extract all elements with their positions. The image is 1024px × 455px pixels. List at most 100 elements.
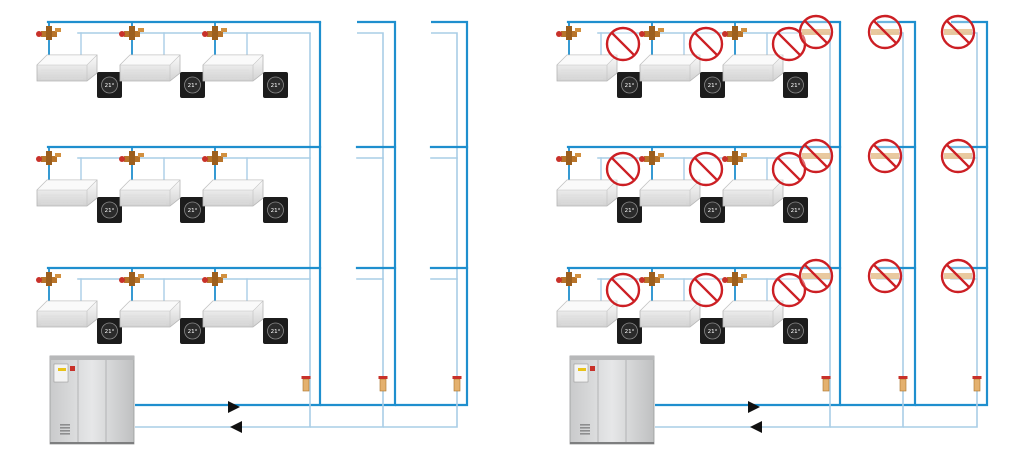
thermostat-readout: 21° <box>625 208 635 214</box>
valve-stem <box>46 151 52 165</box>
valve-actuator <box>221 274 227 278</box>
valve-stem <box>732 26 738 40</box>
fan-coil-unit-icon <box>722 300 784 328</box>
fan-coil-top <box>722 300 784 312</box>
fan-coil-unit-icon <box>36 179 98 207</box>
thermostat-dial <box>621 76 638 94</box>
valve-stem <box>649 151 655 165</box>
balancing-valve-icon <box>821 376 831 392</box>
valve-handle <box>202 156 208 162</box>
brass-zone-valve-icon <box>202 272 227 286</box>
brass-zone-valve-icon <box>556 26 581 40</box>
chiller-vent <box>60 430 70 432</box>
prohibition-sign-icon <box>798 14 834 50</box>
system-with-zone-valves: 21°21°21°21°21°21°21°21°21° <box>36 20 469 445</box>
prohibition-slash <box>693 156 719 182</box>
thermostat-readout: 21° <box>625 329 635 335</box>
thermostat-readout: 21° <box>625 83 635 89</box>
valve-handle <box>119 277 125 283</box>
prohibition-sign-icon <box>688 272 724 308</box>
valve-stem <box>129 26 135 40</box>
brass-zone-valve-icon <box>119 272 144 286</box>
prohibition-sign-icon <box>940 258 976 294</box>
prohibition-slash <box>776 277 802 303</box>
prohibition-sign-icon <box>798 258 834 294</box>
brass-zone-valve-icon <box>36 272 61 286</box>
riser-valve-station <box>867 14 903 50</box>
room-thermostat-icon: 21° <box>783 197 808 223</box>
thermostat-dial <box>704 76 721 94</box>
thermostat-dial <box>184 76 201 94</box>
valve-stem <box>46 26 52 40</box>
valve-handle <box>202 277 208 283</box>
valve-stem <box>649 272 655 286</box>
valve-handle <box>119 31 125 37</box>
valve-actuator <box>55 28 61 32</box>
thermostat-readout: 21° <box>105 329 115 335</box>
fan-coil-top <box>202 179 264 191</box>
prohibition-slash <box>610 277 636 303</box>
room-thermostat-icon: 21° <box>783 72 808 98</box>
riser-valve-station <box>940 258 976 294</box>
thermostat-dial <box>787 76 804 94</box>
floor-2: 21° 21° 21° <box>36 145 322 223</box>
brass-zone-valve-icon <box>119 26 144 40</box>
floor-1: 21°21°21° <box>36 20 322 98</box>
valve-stem <box>649 26 655 40</box>
valve-stem <box>129 151 135 165</box>
riser-valve-station <box>867 258 903 294</box>
thermostat-dial <box>184 322 201 340</box>
prohibition-sign-icon <box>605 26 641 62</box>
fan-coil-top <box>202 54 264 66</box>
fan-coil-unit-icon <box>119 54 181 82</box>
valve-handle <box>556 277 562 283</box>
fan-coil-station: 21° <box>639 21 725 98</box>
flow-direction-arrow-icon <box>750 421 762 433</box>
valve-actuator <box>741 153 747 157</box>
fan-coil-unit-icon <box>556 300 618 328</box>
prohibition-slash <box>945 143 971 169</box>
valve-stem <box>129 272 135 286</box>
fan-coil-station: 21° <box>722 267 808 344</box>
valve-actuator <box>658 274 664 278</box>
valve-actuator <box>658 28 664 32</box>
room-thermostat-icon: 21° <box>783 318 808 344</box>
valve-actuator <box>138 274 144 278</box>
fan-coil-top <box>722 179 784 191</box>
prohibition-slash <box>803 19 829 45</box>
valve-actuator <box>741 28 747 32</box>
riser-valve-station <box>940 14 976 50</box>
fan-coil-unit-icon <box>639 300 701 328</box>
fan-coil-station: 21° <box>202 267 288 344</box>
fan-coil-unit-icon <box>639 54 701 82</box>
prohibition-slash <box>872 19 898 45</box>
fan-coil-top <box>36 54 98 66</box>
valve-actuator <box>658 153 664 157</box>
fan-coil-top <box>36 179 98 191</box>
room-thermostat-icon: 21° <box>180 318 205 344</box>
thermostat-readout: 21° <box>271 208 281 214</box>
brass-zone-valve-icon <box>556 272 581 286</box>
valve-stem <box>566 151 572 165</box>
fan-coil-top <box>119 179 181 191</box>
chiller-brand-badge <box>70 366 75 371</box>
fan-coil-unit-icon <box>119 179 181 207</box>
return-riser-3 <box>383 32 458 428</box>
fan-coil-station: 21° <box>722 146 808 223</box>
thermostat-dial <box>787 201 804 219</box>
room-thermostat-icon: 21° <box>263 318 288 344</box>
fan-coil-station: 21° <box>556 267 642 344</box>
riser-valve-station <box>798 14 834 50</box>
chiller-label-plate <box>53 363 69 383</box>
thermostat-readout: 21° <box>188 208 198 214</box>
chiller-label-plate <box>573 363 589 383</box>
brass-zone-valve-icon <box>36 151 61 165</box>
riser-valve-station <box>940 138 976 174</box>
thermostat-readout: 21° <box>105 208 115 214</box>
bv-body <box>453 378 461 392</box>
thermostat-readout: 21° <box>271 83 281 89</box>
prohibition-sign-icon <box>688 26 724 62</box>
balancing-valve-icon <box>301 376 311 392</box>
